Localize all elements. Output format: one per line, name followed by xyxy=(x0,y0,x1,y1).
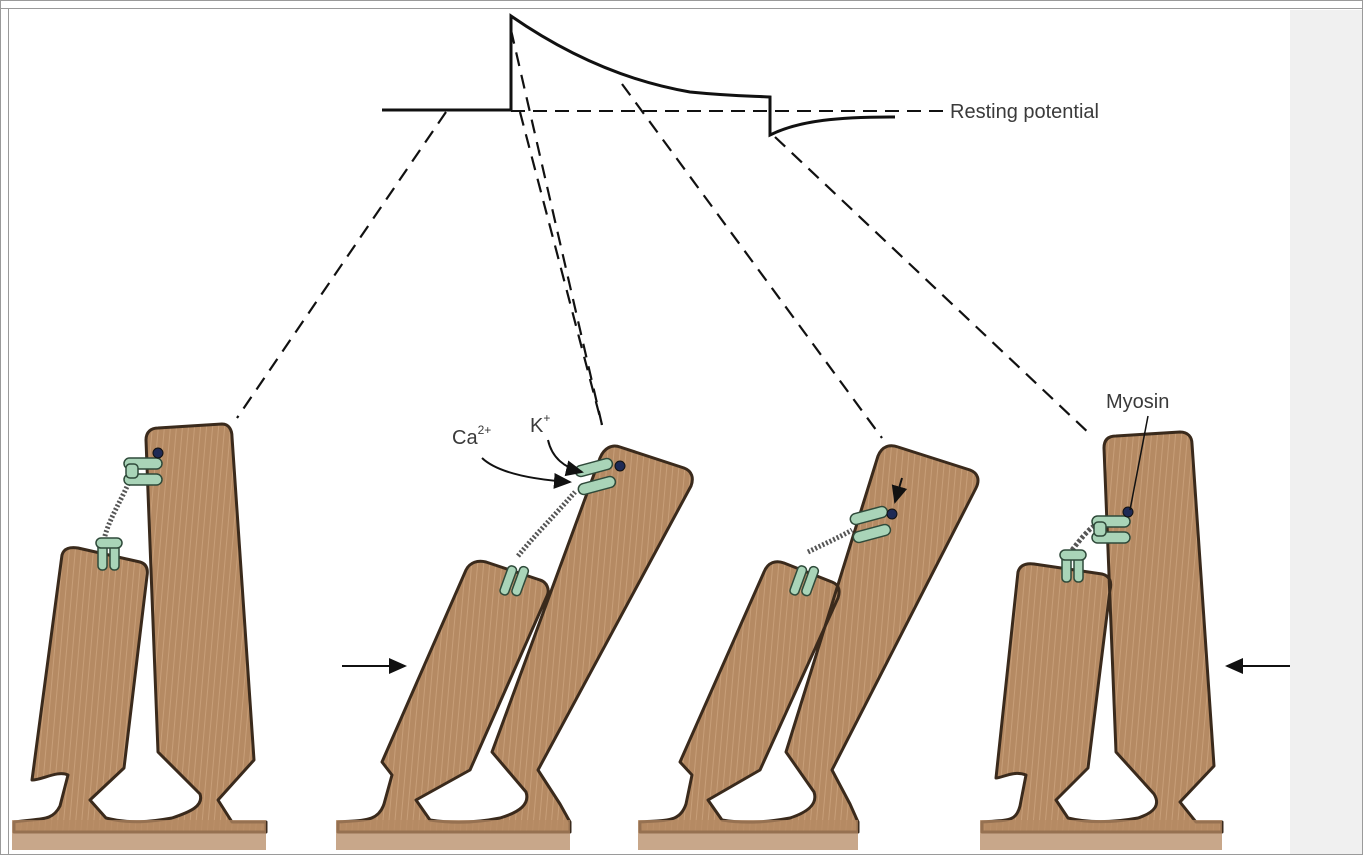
membrane-potential-trace: Resting potential xyxy=(382,13,1099,138)
myosin-dot-1 xyxy=(152,447,164,459)
cuticular-plate-2 xyxy=(336,820,570,850)
potassium-label: K+ xyxy=(530,411,550,437)
cuticular-plate-3 xyxy=(638,820,858,850)
myosin-dot-2 xyxy=(614,460,626,472)
tip-link-2 xyxy=(516,490,577,558)
resting-potential-label: Resting potential xyxy=(950,101,1099,123)
myosin-slip-arrow xyxy=(891,477,908,504)
panel-adaptation xyxy=(638,444,980,850)
stereocilia-pair-2 xyxy=(336,444,694,834)
right-scroll-panel xyxy=(1290,10,1362,854)
stereocilia-pair-4 xyxy=(980,430,1224,834)
left-border xyxy=(8,8,9,855)
myosin-leader-line xyxy=(1129,415,1149,511)
channel-1-upper xyxy=(123,457,163,486)
cuticular-plate-4 xyxy=(980,820,1222,850)
panel-recovery: Myosin xyxy=(980,391,1290,850)
calcium-influx-arrow xyxy=(481,457,572,489)
myosin-dot-3 xyxy=(886,508,898,520)
channel-4-upper xyxy=(1091,515,1131,544)
cuticular-plate-1 xyxy=(12,820,266,850)
tip-link-1 xyxy=(101,474,135,541)
myosin-label: Myosin xyxy=(1106,391,1169,413)
myosin-dot-4 xyxy=(1122,506,1134,518)
tip-link-3 xyxy=(806,527,854,555)
tip-link-4 xyxy=(1070,524,1096,552)
panel-stimulated: Ca2+ K+ xyxy=(336,411,694,850)
potassium-influx-arrow xyxy=(547,439,584,477)
stereocilia-pair-3 xyxy=(638,444,980,834)
top-border xyxy=(0,8,1363,9)
channel-1-lower xyxy=(95,537,123,571)
calcium-label: Ca2+ xyxy=(452,423,491,449)
panel-rest xyxy=(12,422,268,850)
channel-3-lower xyxy=(789,565,820,597)
channel-3-upper xyxy=(849,505,892,544)
channel-2-lower xyxy=(499,565,530,597)
channel-4-lower xyxy=(1059,549,1087,583)
connector-lines xyxy=(236,29,1093,439)
